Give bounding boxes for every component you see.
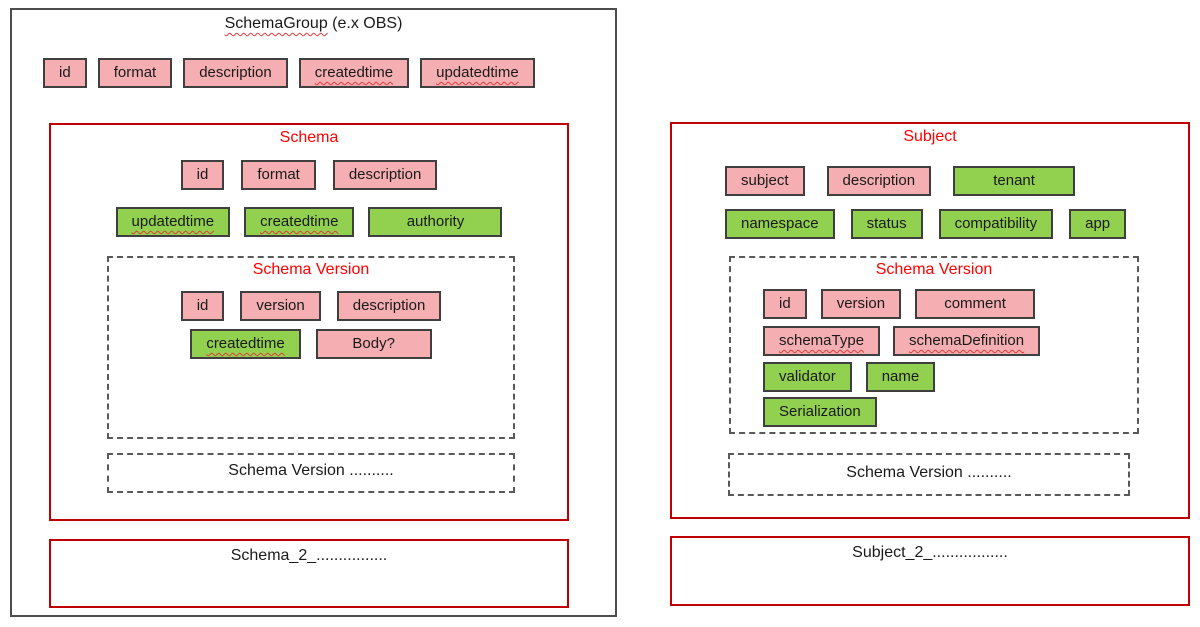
field-app: app <box>1069 209 1127 239</box>
field-comment: comment <box>915 289 1036 319</box>
field-createdtime: createdtime <box>190 329 301 359</box>
subject-schema-version-row-3: validator name <box>763 362 936 392</box>
subject-title: Subject <box>903 128 957 145</box>
field-format: format <box>97 58 173 88</box>
schemagroup-box: SchemaGroup (e.x OBS) id format descriptio… <box>10 8 617 617</box>
field-description: description <box>826 166 932 196</box>
subject-2-label: Subject_2_................. <box>852 544 1008 561</box>
subject-schema-version-box: Schema Version id version comment schemaTy… <box>729 256 1139 434</box>
field-subject: subject <box>725 166 805 196</box>
schema-2-label: Schema_2_................ <box>230 547 388 564</box>
field-format: format <box>241 160 316 190</box>
schema-version-fields-row-1: id version description <box>109 291 513 321</box>
schema-title: Schema <box>279 129 339 146</box>
field-version: version <box>240 291 321 321</box>
field-updatedtime: updatedtime <box>420 58 535 88</box>
field-id: id <box>43 58 87 88</box>
field-id: id <box>180 160 225 190</box>
field-authority: authority <box>368 207 503 237</box>
schemagroup-title-rest: (e.x OBS) <box>327 15 403 32</box>
subject-fields-row-1: subject description tenant <box>725 166 1076 196</box>
field-createdtime: createdtime <box>244 207 355 237</box>
field-id: id <box>180 291 225 321</box>
field-createdtime: createdtime <box>298 58 410 88</box>
field-tenant: tenant <box>953 166 1076 196</box>
subject-schema-version-more-label: Schema Version .......... <box>846 464 1012 481</box>
subject-schema-version-row-4: Serialization <box>763 397 877 427</box>
field-namespace: namespace <box>725 209 835 239</box>
schemagroup-title-word: SchemaGroup <box>224 15 328 32</box>
field-validator: validator <box>763 362 852 392</box>
subject-schema-version-title: Schema Version <box>875 261 993 278</box>
schema-fields-row-1: id format description <box>51 160 567 190</box>
field-description: description <box>336 291 442 321</box>
schema-version-more-box: Schema Version .......... <box>107 453 515 493</box>
schema-version-fields-row-2: createdtime Body? <box>109 329 513 359</box>
field-name: name <box>865 362 936 392</box>
schema-fields-row-2: updatedtime createdtime authority <box>51 207 567 237</box>
field-description: description <box>332 160 438 190</box>
field-id: id <box>763 289 807 319</box>
schemagroup-fields-row: id format description createdtime updatedtim… <box>43 58 535 88</box>
field-updatedtime: updatedtime <box>115 207 231 237</box>
subject-box: Subject subject description tenant namespa… <box>670 122 1190 519</box>
field-body: Body? <box>315 329 432 359</box>
schema-version-more-label: Schema Version .......... <box>228 462 394 479</box>
schemagroup-title: SchemaGroup (e.x OBS) <box>12 14 615 34</box>
field-schemadefinition: schemaDefinition <box>893 326 1041 356</box>
field-status: status <box>850 209 923 239</box>
field-serialization: Serialization <box>763 397 877 427</box>
subject-2-box: Subject_2_................. <box>670 536 1190 606</box>
subject-schema-version-row-2: schemaType schemaDefinition <box>763 326 1041 356</box>
schema-version-title: Schema Version <box>252 261 370 278</box>
subject-schema-version-more-box: Schema Version .......... <box>728 453 1130 496</box>
field-compatibility: compatibility <box>938 209 1054 239</box>
subject-schema-version-row-1: id version comment <box>763 289 1036 319</box>
field-version: version <box>820 289 902 319</box>
schema-version-box: Schema Version id version description crea… <box>107 256 515 439</box>
schema-2-box: Schema_2_................ <box>49 539 569 608</box>
schema-box: Schema id format description updatedtime cr… <box>49 123 569 521</box>
field-description: description <box>183 58 288 88</box>
subject-fields-row-2: namespace status compatibility app <box>725 209 1127 239</box>
field-schematype: schemaType <box>763 326 881 356</box>
